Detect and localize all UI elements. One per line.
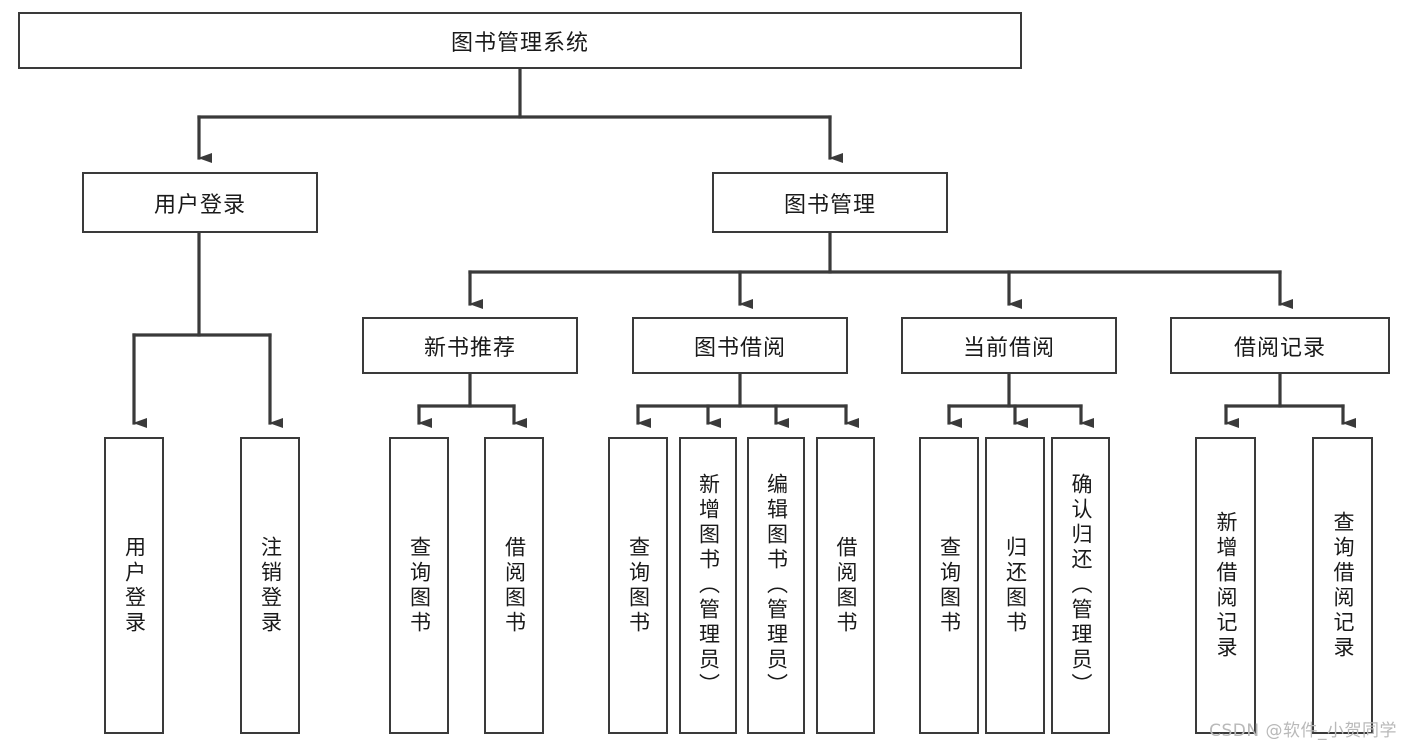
node-book-borrow[interactable]: 图书借阅 [632,317,848,374]
node-leaf-confirm-return-label: 确认归还（管理员） [1069,473,1093,698]
node-new-book-rec-label: 新书推荐 [423,335,516,361]
node-leaf-query-book-2[interactable]: 查询图书 [608,437,668,734]
node-leaf-logout-label: 注销登录 [258,535,283,636]
node-book-manage[interactable]: 图书管理 [712,172,948,233]
node-leaf-user-login[interactable]: 用户登录 [104,437,164,734]
node-leaf-borrow-book-2-label: 借阅图书 [834,535,858,636]
node-current-borrow[interactable]: 当前借阅 [901,317,1117,374]
node-user-login-label: 用户登录 [153,192,246,218]
node-leaf-query-book-1[interactable]: 查询图书 [389,437,449,734]
node-leaf-return-book-label: 归还图书 [1003,535,1028,636]
node-user-login[interactable]: 用户登录 [82,172,318,233]
node-leaf-borrow-book-1-label: 借阅图书 [502,535,527,636]
node-root[interactable]: 图书管理系统 [18,12,1022,69]
node-leaf-edit-book-label: 编辑图书（管理员） [764,473,789,698]
node-leaf-query-book-1-label: 查询图书 [407,535,432,636]
node-root-label: 图书管理系统 [450,30,589,56]
node-leaf-query-book-3-label: 查询图书 [937,535,962,636]
node-leaf-add-book-label: 新增图书（管理员） [696,473,721,698]
node-borrow-record[interactable]: 借阅记录 [1170,317,1390,374]
node-leaf-query-book-2-label: 查询图书 [626,535,651,636]
node-leaf-confirm-return[interactable]: 确认归还（管理员） [1051,437,1110,734]
node-leaf-add-record[interactable]: 新增借阅记录 [1195,437,1256,734]
node-book-manage-label: 图书管理 [783,192,876,218]
node-book-borrow-label: 图书借阅 [693,335,786,361]
node-leaf-borrow-book-2[interactable]: 借阅图书 [816,437,875,734]
node-new-book-rec[interactable]: 新书推荐 [362,317,578,374]
node-leaf-query-record-label: 查询借阅记录 [1331,510,1355,661]
node-leaf-query-book-3[interactable]: 查询图书 [919,437,979,734]
node-leaf-user-login-label: 用户登录 [122,535,147,636]
node-leaf-add-record-label: 新增借阅记录 [1214,510,1238,661]
node-leaf-return-book[interactable]: 归还图书 [985,437,1045,734]
csdn-watermark: CSDN @软件_小贺同学 [1209,721,1397,741]
node-borrow-record-label: 借阅记录 [1233,335,1326,361]
node-current-borrow-label: 当前借阅 [962,335,1055,361]
node-leaf-borrow-book-1[interactable]: 借阅图书 [484,437,544,734]
node-leaf-logout[interactable]: 注销登录 [240,437,300,734]
node-leaf-edit-book[interactable]: 编辑图书（管理员） [747,437,805,734]
node-leaf-query-record[interactable]: 查询借阅记录 [1312,437,1373,734]
node-leaf-add-book[interactable]: 新增图书（管理员） [679,437,737,734]
